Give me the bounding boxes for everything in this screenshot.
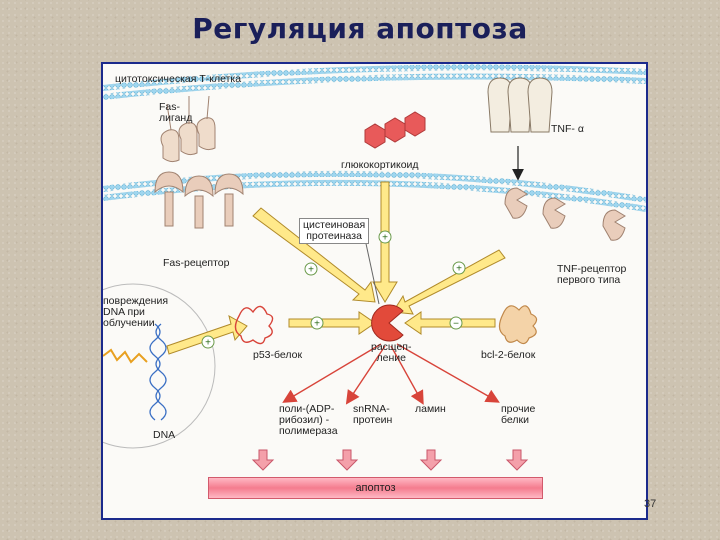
plus-marker: + — [314, 319, 320, 330]
arrow-dna-p53 — [166, 315, 248, 355]
arrow-tnf — [392, 249, 506, 315]
parp-label: поли-(ADP- рибозил) - полимераза — [279, 403, 338, 437]
glucocorticoid-molecule — [364, 111, 426, 149]
p53-protein-shape — [234, 305, 274, 345]
tnf-alpha-label: TNF- α — [551, 123, 584, 135]
arrow-fas — [252, 207, 376, 303]
plus-marker: + — [308, 265, 314, 276]
cysteine-protease-label: цистеиновая протеиназа — [299, 218, 370, 244]
protease-pointer — [364, 238, 380, 305]
tnf-receptor-label: TNF-рецептор первого типа — [557, 263, 627, 286]
fas-ligand-label: Fas- лиганд — [159, 101, 193, 124]
nucleus-outline — [103, 283, 216, 449]
cysteine-protease-shape — [371, 304, 404, 342]
p53-label: p53-белок — [253, 349, 303, 361]
fas-receptor-label: Fas-рецептор — [163, 257, 230, 269]
tnf-receptor-shape — [504, 187, 626, 241]
page-number: 37 — [644, 498, 657, 510]
minus-marker: − — [453, 319, 459, 330]
lamin-label: ламин — [415, 403, 446, 415]
plus-marker: + — [205, 338, 211, 349]
apoptosis-label: апоптоз — [355, 482, 396, 494]
radiation-icon — [103, 348, 148, 364]
apoptosis-bar: апоптоз — [208, 477, 543, 499]
plus-marker: + — [456, 264, 462, 275]
other-proteins-label: прочие белки — [501, 403, 536, 426]
bcl2-label: bcl-2-белок — [481, 349, 536, 361]
t-cell-membrane-outer — [103, 64, 646, 91]
fas-ligand-shape — [160, 95, 216, 163]
t-cell-membrane-inner — [103, 73, 646, 100]
t-cell-label: цитотоксическая Т-клетка — [115, 73, 242, 85]
arrow-p53 — [288, 311, 376, 335]
target-cell-membrane-inner — [103, 179, 646, 212]
dna-label: DNA — [153, 429, 176, 441]
apoptosis-arrows — [251, 449, 529, 471]
fas-receptor-shape — [154, 171, 244, 229]
bcl2-protein-shape — [498, 305, 538, 345]
diagram-frame: + + + + − + цитотоксическая Т-клетка Fas- лиг… — [101, 62, 648, 520]
cleavage-label: расщеп- ление — [371, 341, 412, 364]
dna-helix — [149, 323, 167, 421]
dna-damage-label: повреждения DNA при облучении — [103, 295, 169, 329]
tnf-alpha-shape — [487, 77, 553, 133]
cleavage-arrows — [282, 343, 500, 405]
glucocorticoid-label: глюкокортикоид — [341, 159, 419, 171]
snrna-label: snRNA- протеин — [353, 403, 393, 426]
plus-marker: + — [382, 233, 388, 244]
regulation-markers — [201, 230, 466, 349]
apoptosis-diagram: + + + + − + — [103, 64, 646, 471]
slide-title: Регуляция апоптоза — [192, 12, 528, 45]
